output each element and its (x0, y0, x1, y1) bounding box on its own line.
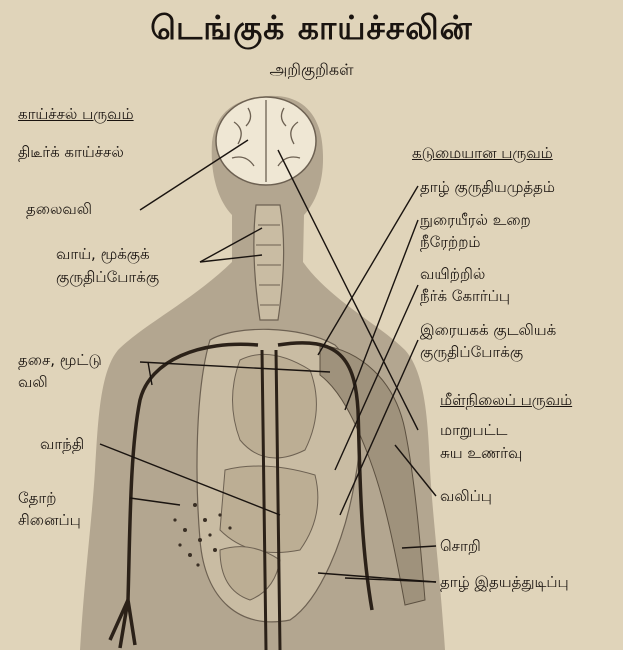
phase-fever-heading: காய்ச்சல் பருவம் (18, 104, 134, 125)
gi-bleeding-label-1: இரையகக் குடலியக் (420, 320, 556, 341)
muscle-joint-pain-label-1: தசை, மூட்டு (18, 350, 102, 371)
ascites-label-2: நீர்க் கோர்ப்பு (420, 286, 510, 307)
muscle-joint-pain-label-2: வலி (18, 372, 48, 393)
low-blood-pressure-label: தாழ் குருதியமுத்தம் (420, 177, 555, 198)
skin-rash-label-2: சினைப்பு (18, 510, 81, 531)
ascites-label-1: வயிற்றில் (420, 264, 485, 285)
phase-critical-heading: கடுமையான பருவம் (412, 143, 553, 164)
itching-label: சொறி (440, 536, 481, 557)
headache-label: தலைவலி (26, 199, 92, 220)
low-heart-rate-label: தாழ் இதயத்துடிப்பு (440, 572, 569, 593)
mouth-nose-bleed-label-1: வாய், மூக்குக் (56, 244, 150, 265)
page-subtitle: அறிகுறிகள் (0, 60, 623, 81)
skin-rash-label-1: தோற் (18, 488, 56, 509)
seizures-label: வலிப்பு (440, 486, 492, 507)
altered-consciousness-label-1: மாறுபட்ட (440, 420, 508, 441)
gi-bleeding-label-2: குருதிப்போக்கு (420, 342, 523, 363)
page-title: டெங்குக் காய்ச்சலின் (0, 8, 623, 52)
trachea (254, 205, 284, 320)
altered-consciousness-label-2: சுய உணர்வு (440, 443, 522, 464)
mouth-nose-bleed-label-2: குருதிப்போக்கு (56, 267, 159, 288)
pleural-effusion-label-1: நுரையீரல் உறை (420, 210, 531, 231)
sudden-fever-label: திடீர்க் காய்ச்சல் (18, 142, 124, 163)
pleural-effusion-label-2: நீரேற்றம் (420, 232, 481, 253)
phase-recovery-heading: மீள்நிலைப் பருவம் (440, 390, 572, 411)
vomiting-label: வாந்தி (40, 434, 84, 455)
